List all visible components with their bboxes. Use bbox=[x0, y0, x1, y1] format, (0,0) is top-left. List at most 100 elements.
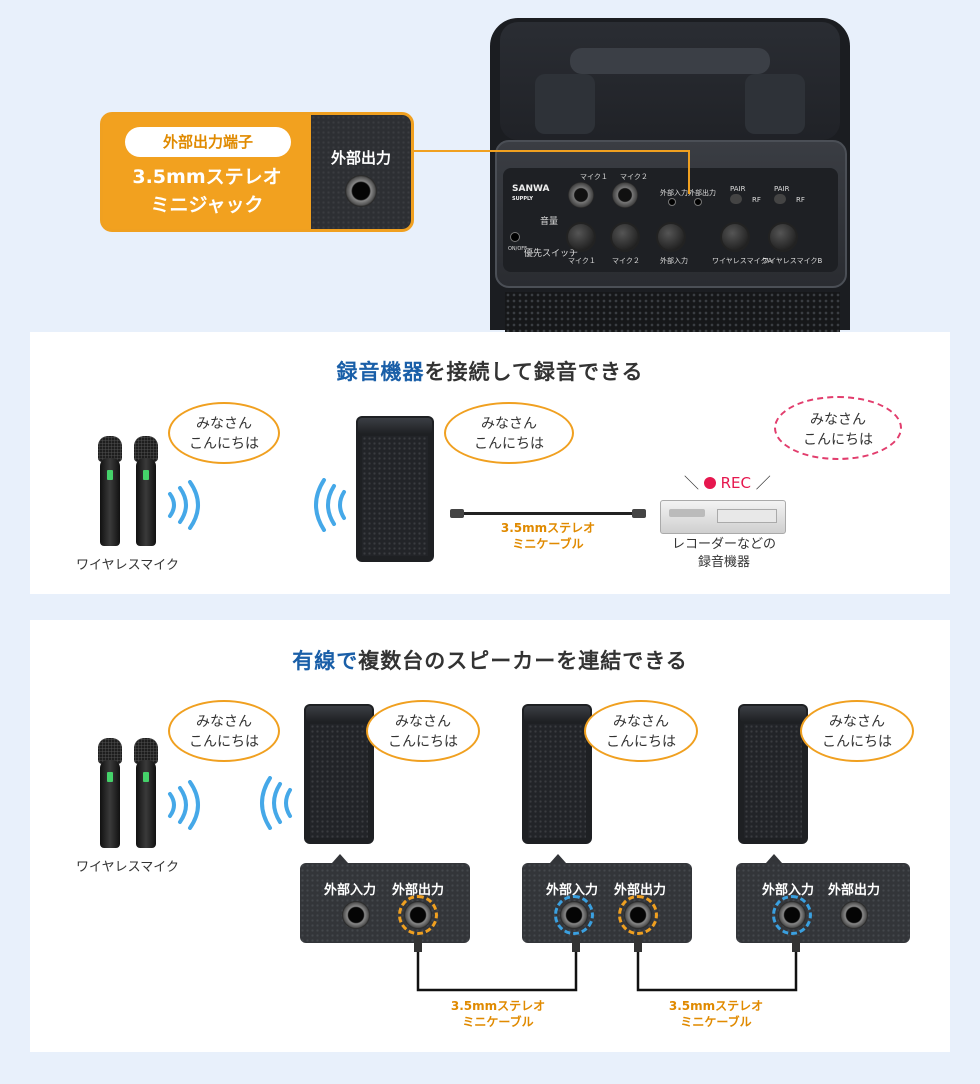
ext-out-jack bbox=[694, 198, 702, 206]
cable-label-bc: 3.5mmステレオ ミニケーブル bbox=[668, 999, 764, 1029]
handle-hinge-left bbox=[535, 74, 595, 134]
wireless-mic-1 bbox=[100, 458, 120, 546]
stereo-mini-cable bbox=[452, 512, 644, 515]
callout-leader-line-vertical bbox=[688, 150, 690, 194]
speech-bubble-mic: みなさん こんにちは bbox=[168, 402, 280, 464]
ext-in-jack-c bbox=[778, 901, 806, 929]
mic2-jack bbox=[612, 182, 638, 208]
ext-out-label: 外部出力 bbox=[688, 189, 716, 197]
wireless-mic-caption-2: ワイヤレスマイク bbox=[76, 860, 179, 875]
knob4-label: ワイヤレスマイクA bbox=[712, 257, 773, 265]
callout-leader-line bbox=[414, 150, 690, 152]
wireless-mic-caption: ワイヤレスマイク bbox=[76, 558, 179, 573]
pair-a-label: PAIR bbox=[730, 185, 746, 193]
ext-out-jack-b bbox=[624, 901, 652, 929]
speech-bubble-speaker: みなさん こんにちは bbox=[444, 402, 574, 464]
onoff-label: ON/OFF bbox=[508, 246, 528, 252]
pair-a-button bbox=[730, 194, 742, 204]
section-linking-title: 有線で複数台のスピーカーを連結できる bbox=[292, 649, 688, 673]
rf-a-label: RF bbox=[752, 196, 761, 204]
callout-jack-closeup: 外部出力 bbox=[311, 115, 411, 229]
section-recording bbox=[30, 332, 950, 594]
knob1-label: マイク１ bbox=[568, 257, 596, 265]
rec-dot-icon bbox=[703, 477, 716, 489]
wireless-mic-2 bbox=[136, 458, 156, 546]
ext-out-highlight-a bbox=[398, 895, 438, 935]
ext-in-label-b: 外部入力 bbox=[546, 883, 599, 898]
ext-in-highlight-c bbox=[772, 895, 812, 935]
wireless-wave-receive-icon-2 bbox=[260, 776, 292, 830]
linking-cables bbox=[414, 936, 800, 992]
ext-in-label-a: 外部入力 bbox=[324, 883, 377, 898]
volume-label: 音量 bbox=[540, 217, 559, 227]
callout-description: 3.5mmステレオ ミニジャック bbox=[132, 166, 282, 216]
jack-panel-b: 外部入力 外部出力 bbox=[522, 863, 692, 943]
cable-plug-left bbox=[450, 509, 464, 518]
wireless-mic-3 bbox=[100, 760, 120, 848]
ext-in-jack-a bbox=[342, 901, 370, 929]
wireless-wave-icon-2 bbox=[168, 780, 200, 830]
speech-bubble-speaker-a: みなさん こんにちは bbox=[366, 700, 480, 762]
recorder-caption: レコーダーなどの 録音機器 bbox=[671, 537, 776, 570]
speaker-unit-top bbox=[358, 418, 432, 434]
mic-led-2 bbox=[143, 470, 149, 480]
cable-label: 3.5mmステレオ ミニケーブル bbox=[500, 521, 596, 551]
mic-led-3 bbox=[107, 772, 113, 782]
section-recording-title: 録音機器を接続して録音できる bbox=[336, 360, 644, 384]
ext-in-jack-b bbox=[560, 901, 588, 929]
volume-knob-wireless-b bbox=[768, 222, 798, 252]
rec-indicator: ＼ REC ／ bbox=[684, 474, 771, 492]
ext-out-jack-a bbox=[404, 901, 432, 929]
priority-toggle bbox=[510, 232, 520, 242]
ext-output-callout: 外部出力端子 3.5mmステレオ ミニジャック 外部出力 bbox=[100, 112, 414, 232]
wireless-wave-icon bbox=[168, 480, 200, 530]
speech-bubble-speaker-c: みなさん こんにちは bbox=[800, 700, 914, 762]
speech-bubble-speaker-b: みなさん こんにちは bbox=[584, 700, 698, 762]
jack-panel-a: 外部入力 外部出力 bbox=[300, 863, 470, 943]
volume-knob-ext-in bbox=[656, 222, 686, 252]
mic2-jack-label: マイク２ bbox=[620, 173, 648, 181]
mic-head-3 bbox=[98, 738, 122, 764]
ext-out-label-c: 外部出力 bbox=[828, 883, 881, 898]
ext-out-highlight-b bbox=[618, 895, 658, 935]
callout-pill: 外部出力端子 bbox=[125, 127, 291, 157]
brand-logo: SANWA SUPPLY bbox=[512, 184, 550, 202]
knob3-label: 外部入力 bbox=[660, 257, 688, 265]
control-panel-inner bbox=[503, 168, 838, 272]
ext-in-label-c: 外部入力 bbox=[762, 883, 815, 898]
mic-led-1 bbox=[107, 470, 113, 480]
mic-head-1 bbox=[98, 436, 122, 462]
ext-in-jack bbox=[668, 198, 676, 206]
mic-head-4 bbox=[134, 738, 158, 764]
wireless-wave-receive-icon bbox=[314, 478, 346, 532]
ext-out-label-a: 外部出力 bbox=[392, 883, 445, 898]
volume-knob-mic1 bbox=[566, 222, 596, 252]
wireless-mic-4 bbox=[136, 760, 156, 848]
pair-b-label: PAIR bbox=[774, 185, 790, 193]
rf-b-label: RF bbox=[796, 196, 805, 204]
speech-bubble-mic-2: みなさん こんにちは bbox=[168, 700, 280, 762]
handle-hinge-right bbox=[745, 74, 805, 134]
volume-knob-mic2 bbox=[610, 222, 640, 252]
speaker-handle bbox=[570, 48, 770, 74]
jack-panel-c: 外部入力 外部出力 bbox=[736, 863, 910, 943]
callout-jack-icon bbox=[345, 175, 377, 207]
knob2-label: マイク２ bbox=[612, 257, 640, 265]
priority-switch-label: 優先スイッチ bbox=[524, 249, 579, 259]
callout-jack-label: 外部出力 bbox=[330, 149, 391, 167]
ext-in-label: 外部入力 bbox=[660, 189, 688, 197]
knob5-label: ワイヤレスマイクB bbox=[762, 257, 823, 265]
ext-out-label-b: 外部出力 bbox=[614, 883, 667, 898]
speaker-grill bbox=[505, 292, 840, 332]
cable-label-ab: 3.5mmステレオ ミニケーブル bbox=[450, 999, 546, 1029]
mic1-jack bbox=[568, 182, 594, 208]
callout-text-area: 外部出力端子 3.5mmステレオ ミニジャック bbox=[103, 115, 311, 229]
mic-head-2 bbox=[134, 436, 158, 462]
mic-led-4 bbox=[143, 772, 149, 782]
recorder-device bbox=[660, 500, 786, 534]
pair-b-button bbox=[774, 194, 786, 204]
ext-out-jack-c bbox=[840, 901, 868, 929]
cable-plug-right bbox=[632, 509, 646, 518]
ext-in-highlight-b bbox=[554, 895, 594, 935]
speaker-unit-grill bbox=[362, 436, 428, 556]
